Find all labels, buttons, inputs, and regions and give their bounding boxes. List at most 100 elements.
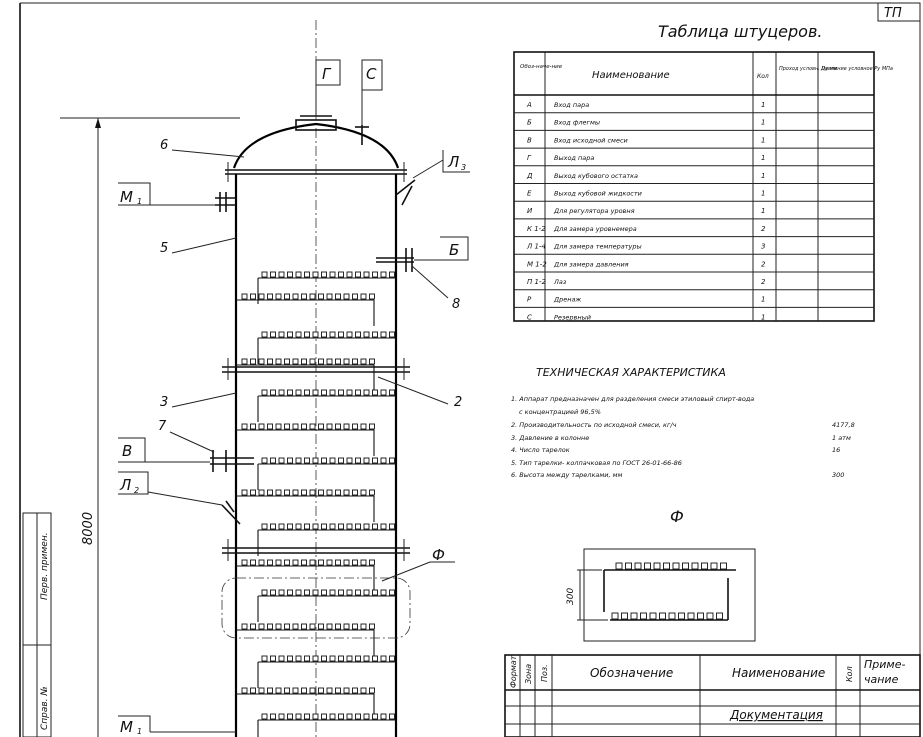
spec-h-name: Наименование — [732, 666, 825, 680]
tech-item-value: 16 — [832, 446, 840, 454]
nozzle-row-name: Выход кубового остатка — [554, 172, 638, 180]
svg-text:3: 3 — [461, 163, 466, 172]
tray — [236, 358, 375, 391]
detail-cap — [625, 562, 632, 570]
tray — [257, 331, 396, 364]
nozzle-row-name: Резервный — [554, 313, 591, 321]
detail-F-caps — [611, 562, 727, 620]
spec-h-format: Формат — [509, 655, 518, 688]
nozzle-row-designation: М 1-2 — [527, 260, 547, 268]
nozzle-row-name: Для замера температуры — [553, 243, 642, 251]
svg-text:М: М — [120, 718, 133, 736]
detail-cap — [720, 562, 727, 570]
detail-cap — [659, 612, 666, 620]
callout-6: 6 — [160, 138, 245, 158]
th-pressure: Давление условное Pу МПа — [820, 66, 893, 72]
detail-cap — [691, 562, 699, 570]
svg-text:5: 5 — [160, 241, 168, 256]
nozzle-row-qty: 3 — [761, 243, 765, 251]
svg-text:7: 7 — [158, 419, 167, 434]
detail-cap — [663, 562, 670, 570]
nozzle-L2 — [147, 491, 241, 525]
svg-text:3: 3 — [160, 395, 168, 410]
svg-text:6: 6 — [160, 138, 168, 153]
nozzle-row-designation: И — [527, 207, 533, 215]
spec-h-qty: Кол — [845, 666, 854, 682]
nozzle-L3 — [395, 159, 444, 206]
tech-item: 3. Давление в колонне — [511, 434, 589, 442]
svg-text:2: 2 — [134, 486, 139, 495]
tray — [257, 457, 396, 490]
nozzle-G-outlet — [295, 60, 341, 131]
tray-group — [236, 271, 396, 737]
nozzle-row-name: Вход флегмы — [554, 119, 600, 127]
height-dimension: 8000 — [60, 117, 240, 737]
detail-cap — [668, 612, 676, 620]
th-name: Наименование — [592, 70, 670, 81]
corner-stamp: ТП — [877, 2, 921, 22]
spec-h-note-2: чание — [864, 673, 899, 686]
spec-section-docs: Документация — [729, 708, 823, 722]
side-sprav-no: Справ. № — [40, 686, 50, 730]
callout-5: 5 — [160, 237, 237, 256]
nozzle-label-M1: М 1 — [118, 182, 151, 206]
tech-item: 4. Число тарелок — [511, 446, 570, 454]
nozzle-row-designation: А — [526, 101, 532, 109]
nozzle-label-V: В — [118, 437, 146, 463]
svg-text:1: 1 — [137, 197, 142, 206]
detail-cap — [621, 612, 628, 620]
detail-cap — [644, 562, 651, 570]
nozzle-row-designation: Г — [527, 154, 532, 162]
svg-text:Л: Л — [119, 476, 131, 494]
tech-item-value: 300 — [832, 471, 844, 479]
spec-table: Формат Зона Поз. Обозначение Наименовани… — [504, 654, 921, 737]
svg-text:М: М — [120, 188, 133, 206]
detail-cap — [682, 562, 689, 570]
tech-item: 1. Аппарат предназначен для разделения с… — [511, 395, 754, 403]
nozzle-V-feed — [120, 450, 254, 472]
nozzle-row-qty: 2 — [761, 225, 766, 233]
detail-F-dim: 300 — [566, 588, 576, 605]
nozzle-row-qty: 1 — [761, 136, 765, 144]
tray — [257, 589, 396, 622]
callout-3: 3 — [160, 392, 237, 410]
detail-F-title: Ф — [670, 507, 684, 526]
detail-cap — [630, 612, 638, 620]
svg-text:8: 8 — [452, 297, 460, 312]
spec-h-pos: Поз. — [540, 664, 549, 682]
svg-text:В: В — [122, 442, 132, 460]
tech-item: 5. Тип тарелки- колпачковая по ГОСТ 26-0… — [511, 459, 682, 467]
svg-text:1: 1 — [137, 727, 142, 736]
nozzle-table-title: Таблица штуцеров. — [658, 22, 822, 41]
detail-cap — [640, 612, 647, 620]
tray — [236, 687, 375, 720]
nozzle-row-name: Лаз — [553, 278, 567, 286]
nozzle-row-qty: 1 — [761, 119, 765, 127]
nozzle-label-M2: М 1 — [118, 715, 151, 736]
nozzle-row-qty: 2 — [761, 260, 766, 268]
tech-item: 2. Производительность по исходной смеси,… — [511, 421, 677, 429]
nozzle-S-reserve — [355, 59, 383, 145]
nozzle-table-header: Обоз-наче-ние Наименование Кол Проход ус… — [520, 64, 893, 81]
tray — [257, 389, 396, 422]
flange-2 — [222, 539, 410, 561]
svg-text:Г: Г — [322, 65, 332, 83]
spec-h-zone: Зона — [524, 664, 533, 684]
detail-cap — [649, 612, 657, 620]
tech-characteristics: ТЕХНИЧЕСКАЯ ХАРАКТЕРИСТИКА 1. Аппарат пр… — [511, 366, 855, 479]
tech-title: ТЕХНИЧЕСКАЯ ХАРАКТЕРИСТИКА — [536, 366, 726, 379]
nozzle-row-designation: В — [527, 136, 532, 144]
nozzle-row-designation: Б — [527, 119, 532, 127]
tray — [236, 293, 375, 326]
nozzle-label-S: С — [366, 65, 377, 83]
detail-cap — [611, 612, 619, 620]
detail-F: Ф 300 — [566, 507, 756, 642]
